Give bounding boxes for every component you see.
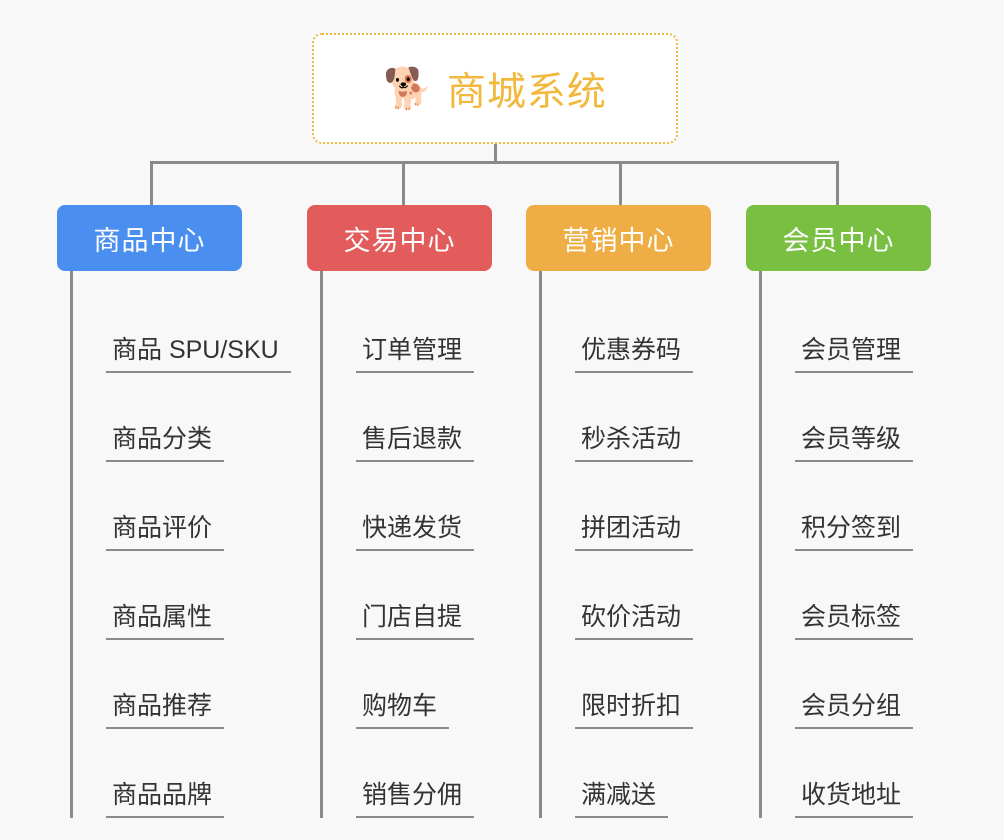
leaf-item-label: 砍价活动	[575, 603, 694, 640]
connector-root-stem	[494, 144, 497, 162]
leaf-item-label: 会员等级	[795, 425, 914, 462]
leaf-item-label: 会员标签	[795, 603, 914, 640]
leaf-item[interactable]: 门店自提	[323, 551, 492, 640]
leaf-item-label: 商品属性	[106, 603, 225, 640]
root-node[interactable]: 🐕 商城系统	[312, 33, 678, 144]
leaf-item-label: 会员管理	[795, 336, 914, 373]
branch-header-product-center[interactable]: 商品中心	[57, 205, 242, 271]
root-title: 商城系统	[446, 70, 607, 114]
branch-column-trade-center: 交易中心 订单管理 售后退款 快递发货 门店自提 购物车 销售分佣	[307, 205, 492, 818]
leaf-item[interactable]: 限时折扣	[542, 640, 711, 729]
leaf-item[interactable]: 满减送	[542, 729, 711, 818]
leaf-item-label: 商品 SPU/SKU	[106, 336, 291, 373]
leaf-item[interactable]: 拼团活动	[542, 462, 711, 551]
leaf-item-label: 会员分组	[795, 692, 914, 729]
branch-column-member-center: 会员中心 会员管理 会员等级 积分签到 会员标签 会员分组 收货地址	[746, 205, 931, 818]
leaf-list-trade-center: 订单管理 售后退款 快递发货 门店自提 购物车 销售分佣	[320, 271, 492, 818]
leaf-item-label: 拼团活动	[575, 514, 694, 551]
connector-horizontal-bus	[150, 161, 839, 164]
leaf-item[interactable]: 售后退款	[323, 373, 492, 462]
leaf-item-label: 商品评价	[106, 514, 225, 551]
branch-header-label: 会员中心	[782, 225, 895, 256]
leaf-item[interactable]: 会员标签	[762, 551, 931, 640]
leaf-item[interactable]: 秒杀活动	[542, 373, 711, 462]
leaf-item[interactable]: 商品属性	[73, 551, 291, 640]
branch-header-label: 营销中心	[562, 225, 675, 256]
connector-drop-branch-2	[619, 161, 622, 205]
leaf-item-label: 订单管理	[356, 336, 475, 373]
branch-column-product-center: 商品中心 商品 SPU/SKU 商品分类 商品评价 商品属性 商品推荐 商品品牌	[57, 205, 291, 818]
leaf-item-label: 商品推荐	[106, 692, 225, 729]
leaf-item[interactable]: 商品 SPU/SKU	[73, 284, 291, 373]
leaf-item-label: 销售分佣	[356, 781, 475, 818]
branch-header-label: 商品中心	[93, 225, 206, 256]
leaf-item[interactable]: 快递发货	[323, 462, 492, 551]
branch-header-label: 交易中心	[343, 225, 456, 256]
leaf-item-label: 秒杀活动	[575, 425, 694, 462]
branch-column-marketing-center: 营销中心 优惠券码 秒杀活动 拼团活动 砍价活动 限时折扣 满减送	[526, 205, 711, 818]
leaf-item-label: 购物车	[356, 692, 450, 729]
leaf-list-member-center: 会员管理 会员等级 积分签到 会员标签 会员分组 收货地址	[759, 271, 931, 818]
branch-header-trade-center[interactable]: 交易中心	[307, 205, 492, 271]
leaf-item-label: 快递发货	[356, 514, 475, 551]
leaf-item-label: 限时折扣	[575, 692, 694, 729]
leaf-item[interactable]: 会员管理	[762, 284, 931, 373]
branch-header-member-center[interactable]: 会员中心	[746, 205, 931, 271]
leaf-item[interactable]: 收货地址	[762, 729, 931, 818]
leaf-item[interactable]: 砍价活动	[542, 551, 711, 640]
connector-drop-branch-0	[150, 161, 153, 205]
leaf-item[interactable]: 商品评价	[73, 462, 291, 551]
leaf-item-label: 门店自提	[356, 603, 475, 640]
leaf-item[interactable]: 销售分佣	[323, 729, 492, 818]
leaf-item-label: 商品品牌	[106, 781, 225, 818]
leaf-item[interactable]: 商品品牌	[73, 729, 291, 818]
leaf-item[interactable]: 积分签到	[762, 462, 931, 551]
connector-drop-branch-1	[402, 161, 405, 205]
leaf-item-label: 售后退款	[356, 425, 475, 462]
leaf-item[interactable]: 购物车	[323, 640, 492, 729]
leaf-item[interactable]: 商品分类	[73, 373, 291, 462]
branch-header-marketing-center[interactable]: 营销中心	[526, 205, 711, 271]
leaf-item-label: 优惠券码	[575, 336, 694, 373]
connector-drop-branch-3	[836, 161, 839, 205]
leaf-item-label: 收货地址	[795, 781, 914, 818]
leaf-item[interactable]: 会员等级	[762, 373, 931, 462]
leaf-item[interactable]: 优惠券码	[542, 284, 711, 373]
leaf-item[interactable]: 订单管理	[323, 284, 492, 373]
leaf-item[interactable]: 会员分组	[762, 640, 931, 729]
leaf-item-label: 满减送	[575, 781, 669, 818]
leaf-item-label: 积分签到	[795, 514, 914, 551]
leaf-item-label: 商品分类	[106, 425, 225, 462]
leaf-item[interactable]: 商品推荐	[73, 640, 291, 729]
shiba-dog-face-icon: 🐕	[383, 66, 433, 111]
leaf-list-product-center: 商品 SPU/SKU 商品分类 商品评价 商品属性 商品推荐 商品品牌	[70, 271, 291, 818]
leaf-list-marketing-center: 优惠券码 秒杀活动 拼团活动 砍价活动 限时折扣 满减送	[539, 271, 711, 818]
